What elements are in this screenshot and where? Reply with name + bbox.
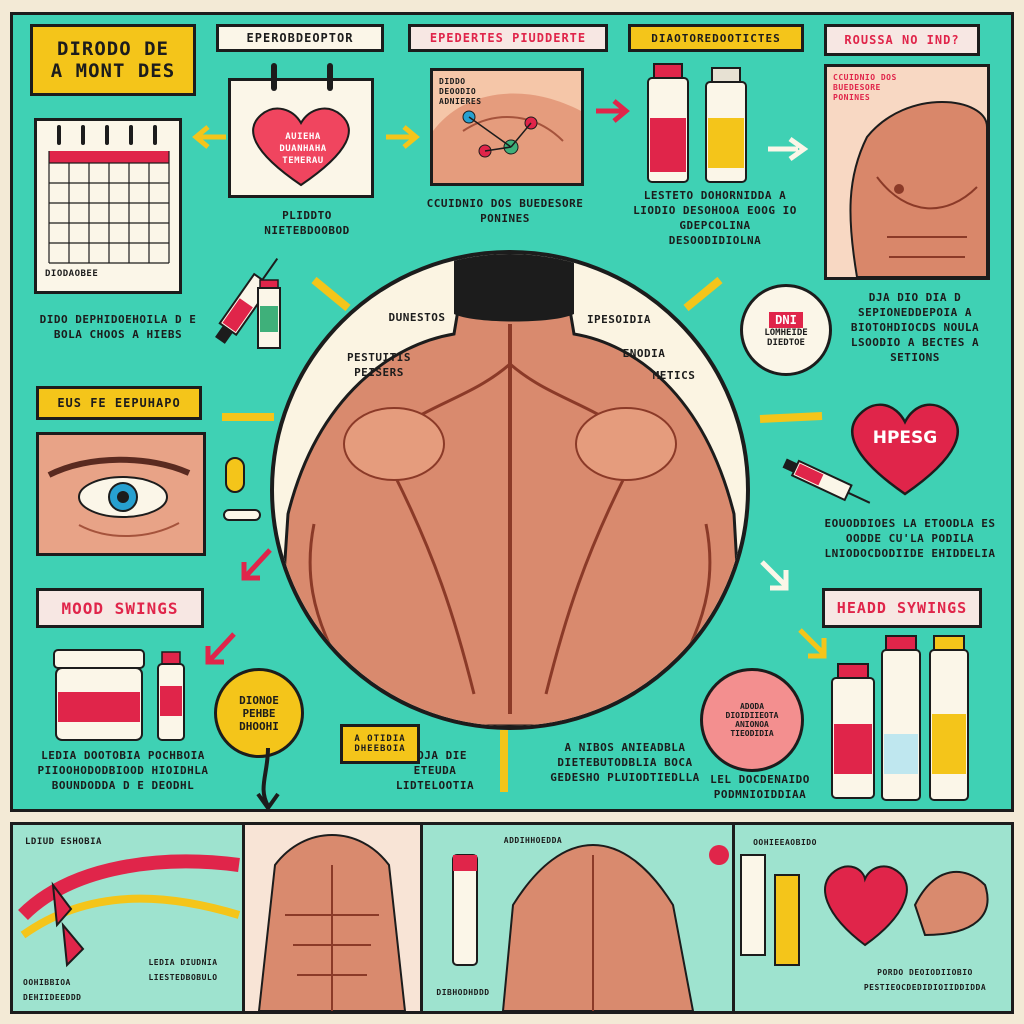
arrow-2-icon (386, 125, 420, 149)
heart-card-text: AUIEHA DUANHAHA TEMERAU (279, 132, 327, 166)
bone-arrow-4-icon (759, 412, 823, 423)
muscular-back-illustration (274, 254, 746, 726)
back-photo-card: DIDDO DEOODIO ADNIERES (430, 68, 584, 186)
tag-receptor: EPEROBDEOPTOR (216, 24, 384, 52)
caption-vials: LEL DOCDENAIDO PODMNIOIDDIAA (710, 773, 810, 801)
arrow-7-icon (760, 560, 789, 591)
caption-jar: LEDIA DOOTOBIA POCHBOIA PIIOOHODODBIOOD … (37, 749, 209, 792)
calendar-card: DIODAOBEE (34, 118, 182, 294)
arrow-3-icon (596, 99, 630, 123)
calendar-rings-icon (271, 63, 333, 91)
arrow-5-icon (241, 548, 272, 581)
arrow-9-icon (256, 747, 280, 812)
small-yellow-tag: A OTIDIA DHEEBOIA (340, 724, 420, 764)
caption-receptor: PLIDDTO NIETEBDOOBOD (264, 209, 350, 237)
heart-icon (252, 107, 350, 187)
yellow-bubble-text: DIONOE PEHBE DHOOHI (239, 693, 279, 733)
dni-sticker: DNI LOMHEIDE DIEDTOE (740, 284, 832, 376)
tag-headd-swings: HEADD SYWINGS (822, 588, 982, 628)
torso-illustration (257, 834, 407, 1012)
bottom-strip: LDIUD ESHOBIA OOHIBBIOA DEHIIDEEDDD LEDI… (10, 822, 1014, 1014)
caption-chest: DJA DIO DIA D SEPIONEDDEPOIA A BIOTOHDIO… (850, 291, 980, 364)
caption-center-right: A NIBOS ANIEADBLA DIETEBUTODBLIA BOCA GE… (550, 741, 700, 784)
strip-text-1: LDIUD ESHOBIA (25, 837, 102, 847)
main-title-line1: DIRODO DE (57, 38, 169, 60)
strip-text-6: OOHIEEAOBIDO (753, 838, 817, 847)
pills-icon (223, 457, 261, 521)
syringe-right-icon (782, 458, 871, 504)
yellow-bubble: DIONOE PEHBE DHOOHI (214, 668, 304, 758)
central-back-circle: DUNESTOS PESTUITIS PEISERS IPESOIDIA ENO… (270, 250, 750, 730)
calendar-caption: DIODAOBEE (45, 269, 99, 279)
main-title-line2: A MONT DES (50, 60, 176, 82)
pink-bubble-text: ADODA DIOIDIIEOTA ANIONOA TIEODIDIA (725, 702, 779, 738)
tag-diuretics: DIAOTOREDOOTICTES (628, 24, 804, 52)
strip-cell-wave: LDIUD ESHOBIA OOHIBBIOA DEHIIDEEDDD LEDI… (13, 825, 245, 1011)
caption-heart: EOUODDIOES LA ETOODLA ES OODDE CU'LA POD… (824, 517, 996, 560)
caption-diuretics: LESTETO DOHORNIDDA A LIODIO DESOHOOA EOO… (633, 189, 797, 247)
vials-top-icon (647, 63, 747, 183)
arrow-4-icon (768, 136, 809, 162)
syringe-heart-illustration (740, 854, 989, 966)
pink-bubble: ADODA DIOIDIIEOTA ANIONOA TIEODIDIA (700, 668, 804, 772)
strip-text-2: OOHIBBIOA DEHIIDEEDDD (23, 978, 82, 1002)
strip-text-7: PORDO DEOIODIIOBIO PESTIEOCDEDIDIOIIDDID… (863, 968, 987, 992)
bone-arrow-5-icon (500, 730, 508, 792)
bone-arrow-2-icon (683, 276, 723, 312)
strip-text-4: ADDIHHOEDDA (503, 836, 563, 845)
dni-label: DNI (769, 312, 803, 328)
caption-side-effects: CCUIDNIO DOS BUEDESORE PONINES (426, 197, 584, 225)
strip-cell-heart: OOHIEEAOBIDO PORDO DEOIODIIOBIO PESTIEOC… (735, 825, 1011, 1011)
tag-question: ROUSSA NO IND? (824, 24, 980, 56)
heart-hpesg-label: HPESG (872, 428, 938, 448)
strip-cell-torso (245, 825, 423, 1012)
vials-right-icon (831, 635, 969, 801)
strip-cell-back: ADDIHHOEDDA DIBHODHDDD (423, 825, 735, 1012)
arrow-6-icon (205, 632, 236, 665)
strip-text-3: LEDIA DIUDNIA LIESTEDBOBULO (148, 958, 218, 982)
circle-label-1: DUNESTOS (388, 311, 446, 324)
heart-calendar-card: AUIEHA DUANHAHA TEMERAU (228, 63, 374, 198)
circle-label-5: METICS (652, 369, 696, 382)
dni-sub: LOMHEIDE DIEDTOE (764, 328, 808, 348)
caption-calendar: DIDO DEPHIDOEHOILA D E BOLA CHOOS A HIEB… (39, 313, 197, 341)
arrow-8-icon (798, 628, 827, 659)
wave-illustration (18, 854, 241, 968)
arrow-1-icon (192, 125, 226, 149)
tag-side-effects: EPEDERTES PIUDDERTE (408, 24, 608, 52)
circle-label-2: PESTUITIS PEISERS (346, 351, 412, 379)
back-muscle-illustration (433, 93, 581, 183)
jar-icon (53, 649, 185, 741)
calendar-icon (48, 125, 170, 264)
bone-arrow-3-icon (222, 413, 274, 421)
eye-card (36, 432, 206, 556)
chest-card-caption: CCUIDNIO DOS BUEDESORE PONINES (833, 73, 897, 102)
bone-arrow-1-icon (311, 276, 351, 312)
syringe-icon (215, 257, 281, 349)
tag-mood-swings: MOOD SWINGS (36, 588, 204, 628)
tag-eyes: EUS FE EEPUHAPO (36, 386, 202, 420)
strip-text-5: DIBHODHDDD (436, 988, 490, 997)
circle-label-3: IPESOIDIA (586, 313, 652, 326)
heart-hpesg-icon (851, 403, 959, 496)
circle-label-4: ENODIA (622, 347, 666, 360)
back-strip-illustration (452, 844, 729, 1012)
eye-illustration (47, 456, 191, 538)
main-title: DIRODO DE A MONT DES (30, 24, 196, 96)
chest-photo-card: CCUIDNIO DOS BUEDESORE PONINES (824, 64, 990, 280)
photo-caption: DIDDO DEOODIO ADNIERES (439, 77, 482, 106)
